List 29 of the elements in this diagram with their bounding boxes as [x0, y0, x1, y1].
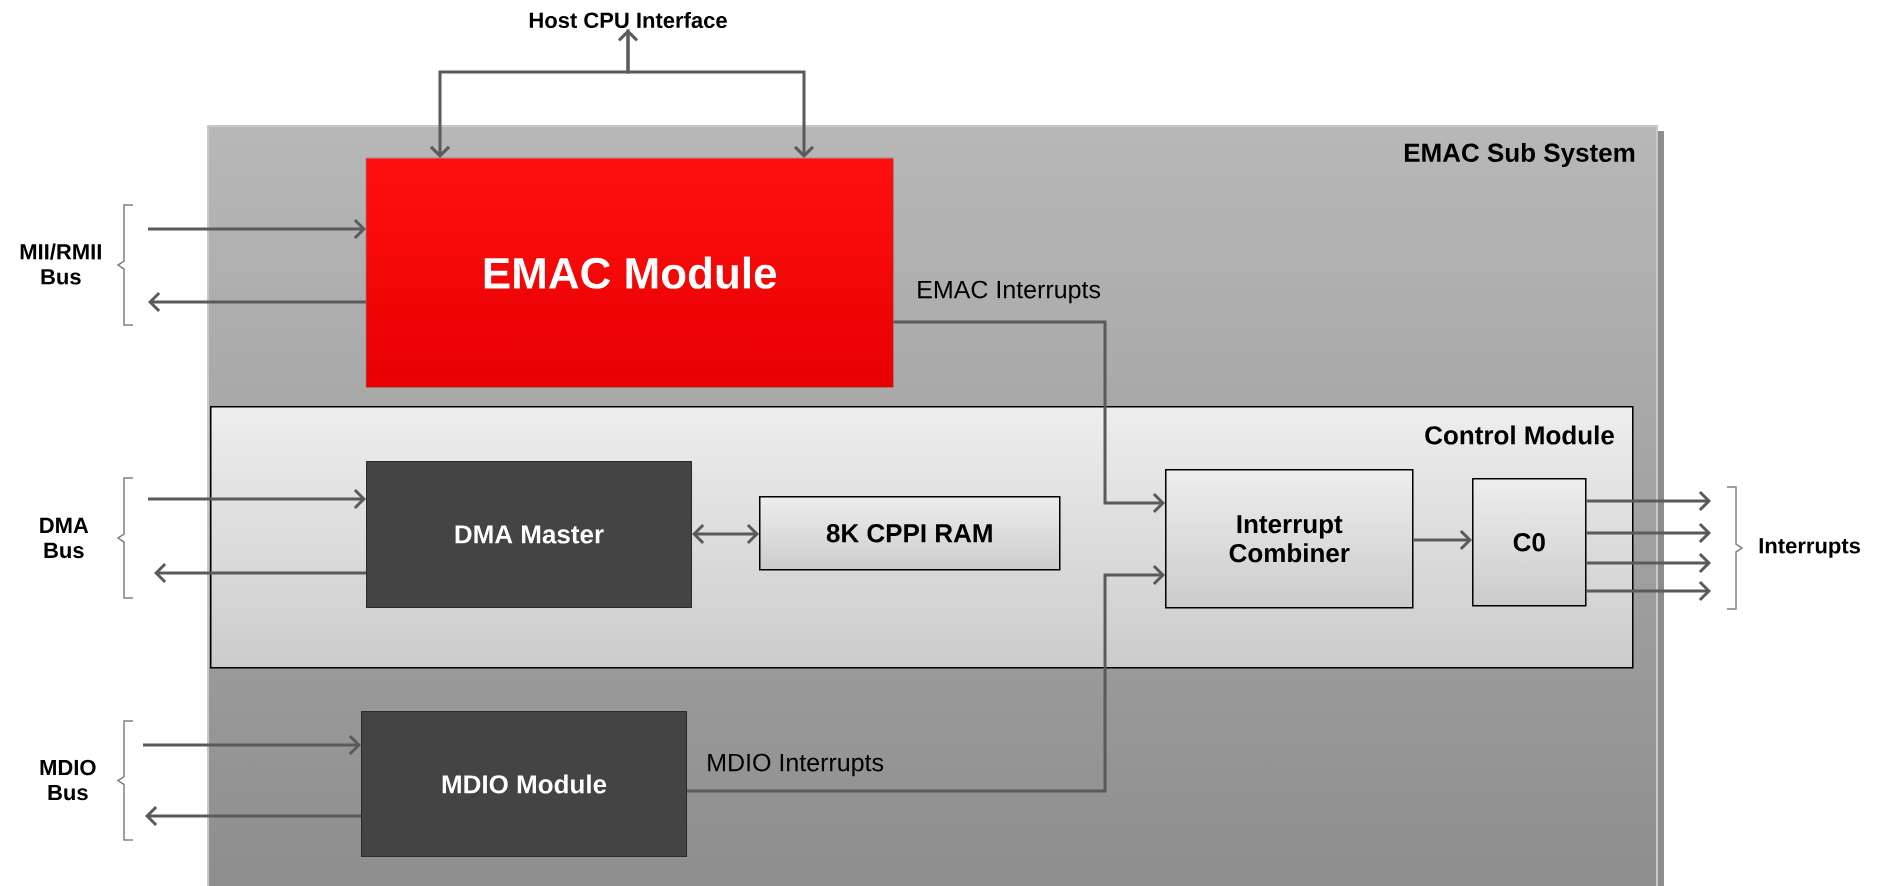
- bus-label: MDIO Bus: [40, 759, 96, 801]
- arrow: [1413, 529, 1473, 551]
- module-box: DMA Master: [366, 461, 692, 608]
- process-box: Interrupt Combiner: [1165, 469, 1414, 609]
- arrow: [1586, 552, 1712, 574]
- bus-label: Interrupts: [1759, 538, 1860, 558]
- arrow: [143, 734, 361, 756]
- arrow: [626, 29, 815, 158]
- arrow: [429, 29, 639, 158]
- arrow: [145, 805, 361, 827]
- arrow: [148, 291, 366, 313]
- arrow: [148, 218, 366, 240]
- arrow: [893, 320, 1166, 514]
- edge-label: MDIO Interrupts: [708, 753, 884, 777]
- edge-label: EMAC Interrupts: [918, 280, 1101, 304]
- bus-label: Host CPU Interface: [529, 11, 727, 29]
- module-box: EMAC Module: [366, 158, 894, 388]
- bus-label: MII/RMII Bus: [20, 243, 101, 285]
- arrow: [692, 523, 759, 545]
- arrow: [687, 564, 1166, 793]
- module-box: MDIO Module: [361, 711, 687, 857]
- process-box: 8K CPPI RAM: [759, 496, 1061, 571]
- arrow: [1586, 490, 1712, 512]
- arrow: [1586, 522, 1712, 544]
- arrow: [148, 488, 366, 510]
- process-box: C0: [1472, 478, 1587, 607]
- arrow: [1586, 580, 1712, 602]
- arrow: [154, 562, 366, 584]
- bus-label: DMA Bus: [40, 517, 89, 559]
